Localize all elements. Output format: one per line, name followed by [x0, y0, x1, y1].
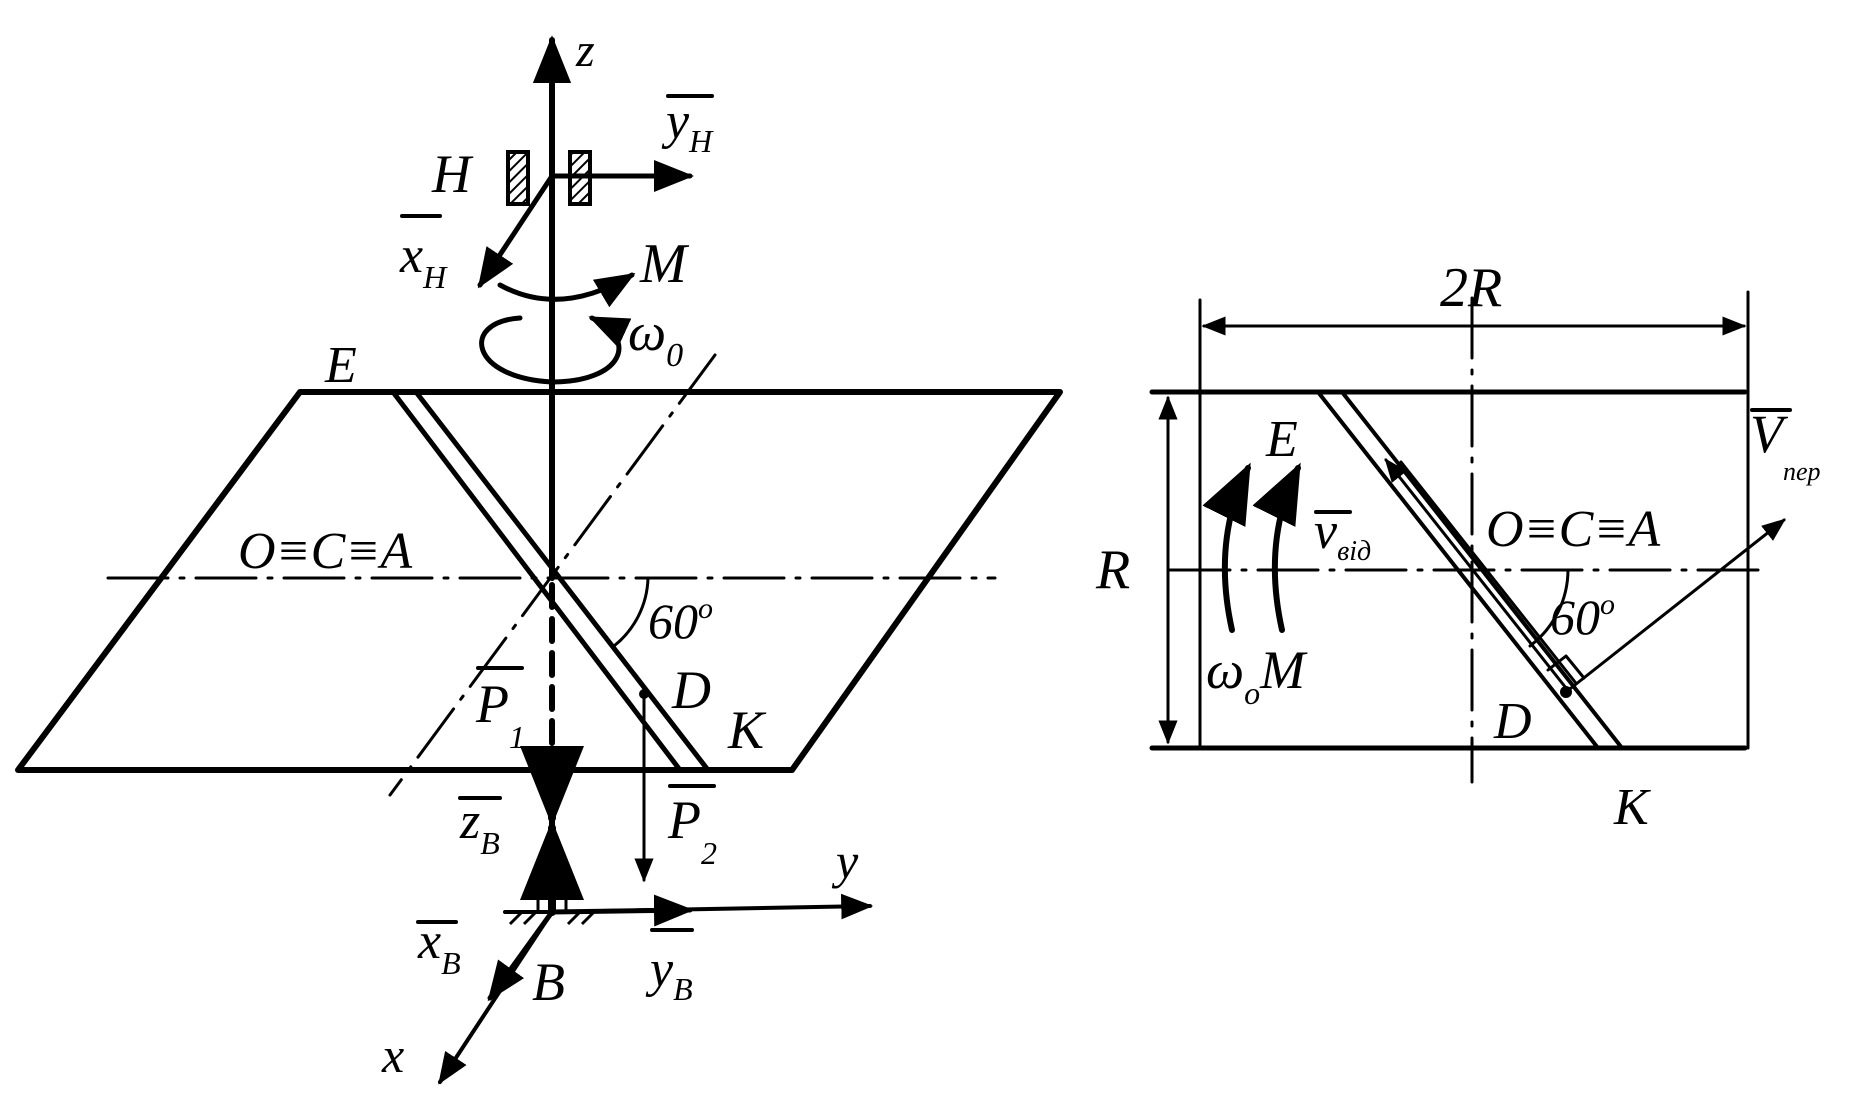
force-yb-arrow — [549, 894, 694, 927]
label-k: K — [727, 700, 767, 760]
groove-line-2 — [413, 389, 711, 773]
label-yb: yB — [645, 941, 693, 1007]
groove-line-1-right — [1316, 390, 1600, 750]
label-oca: O≡C≡A — [238, 523, 412, 580]
moment-arrow-right — [1252, 462, 1301, 633]
label-xh: xH — [399, 227, 448, 295]
force-xh-arrow — [477, 173, 555, 289]
label-r: R — [1095, 539, 1130, 601]
angle-arc-left — [612, 576, 650, 648]
label-m: M — [639, 233, 690, 295]
label-b: B — [532, 952, 565, 1012]
groove-line-2-right — [1340, 390, 1624, 750]
label-z: z — [575, 24, 595, 77]
label-x: x — [381, 1027, 404, 1083]
groove-line-1 — [390, 389, 683, 773]
right-angle-mark — [1546, 654, 1586, 680]
v-rel-arrow — [1384, 458, 1568, 690]
label-v-tr: Vпер — [1750, 404, 1821, 486]
moment-m-arrow — [497, 272, 636, 308]
label-d-right: D — [1493, 693, 1532, 750]
plate-outline — [15, 389, 1063, 773]
angle-arc-right — [1528, 568, 1570, 648]
label-angle-left: 60o — [648, 592, 713, 649]
label-p1: P1 — [475, 674, 525, 755]
label-p2: P2 — [667, 790, 717, 871]
force-xb-arrow — [487, 909, 555, 1002]
label-2r: 2R — [1440, 257, 1502, 319]
label-yh: yH — [661, 93, 714, 159]
label-omega0: ω0 — [628, 302, 683, 374]
label-e: E — [324, 337, 357, 394]
groove-inner-line — [1399, 460, 1577, 684]
label-e-right: E — [1265, 411, 1298, 468]
label-angle-right: 60o — [1550, 588, 1615, 645]
label-h: H — [431, 144, 474, 204]
label-v-rel: vвід — [1314, 503, 1371, 567]
label-oca-right: O≡C≡A — [1486, 501, 1660, 558]
label-xb: xB — [417, 913, 461, 981]
v-tr-arrow — [1564, 518, 1786, 694]
omega-arrow-right — [1202, 462, 1251, 633]
right-view: 2R R E D K O≡C≡A 60o ωoM vвід Vпер — [1095, 257, 1821, 836]
label-zb: zB — [459, 793, 500, 861]
omega0-arrow — [479, 315, 632, 385]
label-k-right: K — [1613, 779, 1651, 836]
label-omega-m-right: ωoM — [1206, 640, 1308, 711]
label-d: D — [671, 660, 711, 720]
left-view: z y x H B E D K O≡C≡A M ω0 60o yH xH zB … — [15, 24, 1063, 1085]
label-y: y — [831, 833, 859, 889]
